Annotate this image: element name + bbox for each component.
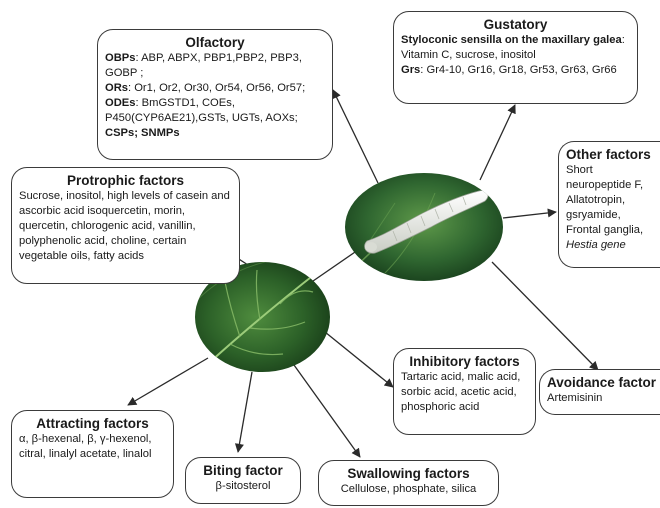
protrophic-text: Sucrose, inositol, high levels of casein… bbox=[19, 189, 232, 264]
attracting-factors-box: Attracting factors α, β-hexenal, β, γ-he… bbox=[11, 410, 174, 498]
arrow-to-biting bbox=[238, 372, 252, 452]
arrow-to-attracting bbox=[128, 358, 208, 405]
olfactory-odes: ODEs: BmGSTD1, COEs, P450(CYP6AE21),GSTs… bbox=[105, 96, 325, 126]
olfactory-csps: CSPs; SNMPs bbox=[105, 126, 325, 141]
other-factors-text: Short neuropeptide F, Allatotropin, gsry… bbox=[566, 163, 660, 253]
arrow-to-swallowing bbox=[294, 365, 360, 457]
avoidance-title: Avoidance factor bbox=[547, 374, 660, 391]
arrow-to-gustatory bbox=[480, 105, 515, 180]
arrow-to-other bbox=[503, 212, 556, 218]
gustatory-box: Gustatory Styloconic sensilla on the max… bbox=[393, 11, 638, 104]
swallowing-factors-box: Swallowing factors Cellulose, phosphate,… bbox=[318, 460, 499, 506]
protrophic-factors-box: Protrophic factors Sucrose, inositol, hi… bbox=[11, 167, 240, 284]
swallowing-title: Swallowing factors bbox=[326, 465, 491, 482]
avoidance-factor-box: Avoidance factor Artemisinin bbox=[539, 369, 660, 415]
inhibitory-title: Inhibitory factors bbox=[401, 353, 528, 370]
biting-text: β-sitosterol bbox=[193, 479, 293, 494]
avoidance-text: Artemisinin bbox=[547, 391, 660, 406]
gustatory-sensilla: Styloconic sensilla on the maxillary gal… bbox=[401, 33, 630, 63]
swallowing-text: Cellulose, phosphate, silica bbox=[326, 482, 491, 497]
other-factors-title: Other factors bbox=[566, 146, 660, 163]
biting-factor-box: Biting factor β-sitosterol bbox=[185, 457, 301, 504]
olfactory-title: Olfactory bbox=[105, 34, 325, 51]
protrophic-title: Protrophic factors bbox=[19, 172, 232, 189]
olfactory-ors: ORs: Or1, Or2, Or30, Or54, Or56, Or57; bbox=[105, 81, 325, 96]
arrow-to-inhibitory bbox=[325, 332, 393, 387]
olfactory-box: Olfactory OBPs: ABP, ABPX, PBP1,PBP2, PB… bbox=[97, 29, 333, 160]
other-factors-box: Other factors Short neuropeptide F, Alla… bbox=[558, 141, 660, 268]
gustatory-grs: Grs: Gr4-10, Gr16, Gr18, Gr53, Gr63, Gr6… bbox=[401, 63, 630, 78]
arrow-to-olfactory bbox=[333, 90, 378, 183]
attracting-text: α, β-hexenal, β, γ-hexenol, citral, lina… bbox=[19, 432, 166, 462]
silkworm-photo bbox=[345, 173, 503, 281]
olfactory-obps: OBPs: ABP, ABPX, PBP1,PBP2, PBP3, GOBP ; bbox=[105, 51, 325, 81]
attracting-title: Attracting factors bbox=[19, 415, 166, 432]
inhibitory-text: Tartaric acid, malic acid, sorbic acid, … bbox=[401, 370, 528, 415]
inhibitory-factors-box: Inhibitory factors Tartaric acid, malic … bbox=[393, 348, 536, 435]
gustatory-title: Gustatory bbox=[401, 16, 630, 33]
biting-title: Biting factor bbox=[193, 462, 293, 479]
